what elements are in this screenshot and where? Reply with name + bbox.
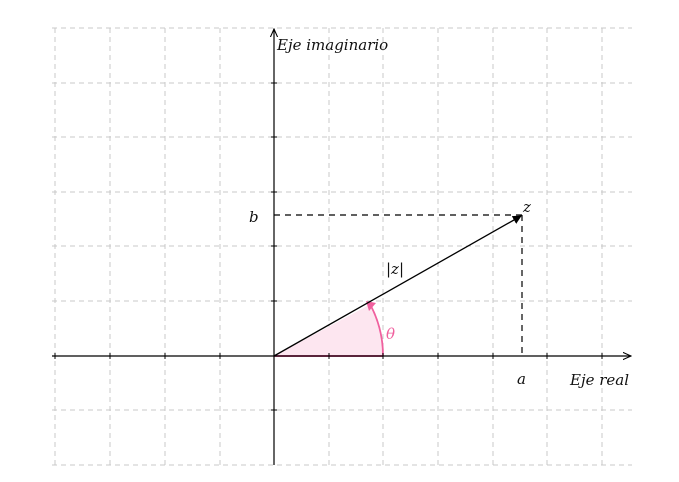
y-axis-ticks: [271, 82, 277, 411]
angle-label: θ: [386, 325, 395, 343]
vector-z: [273, 215, 522, 357]
y-axis-label: Eje imaginario: [276, 36, 388, 54]
point-z-label: z: [522, 198, 531, 216]
x-axis-ticks: [54, 353, 603, 359]
imag-part-label: b: [249, 208, 259, 226]
grid: [52, 27, 632, 466]
angle-arrowhead: [366, 301, 376, 311]
real-part-label: a: [517, 370, 526, 388]
modulus-label: |z|: [386, 260, 404, 278]
angle-sector: [274, 304, 384, 356]
x-axis-label: Eje real: [569, 371, 629, 389]
